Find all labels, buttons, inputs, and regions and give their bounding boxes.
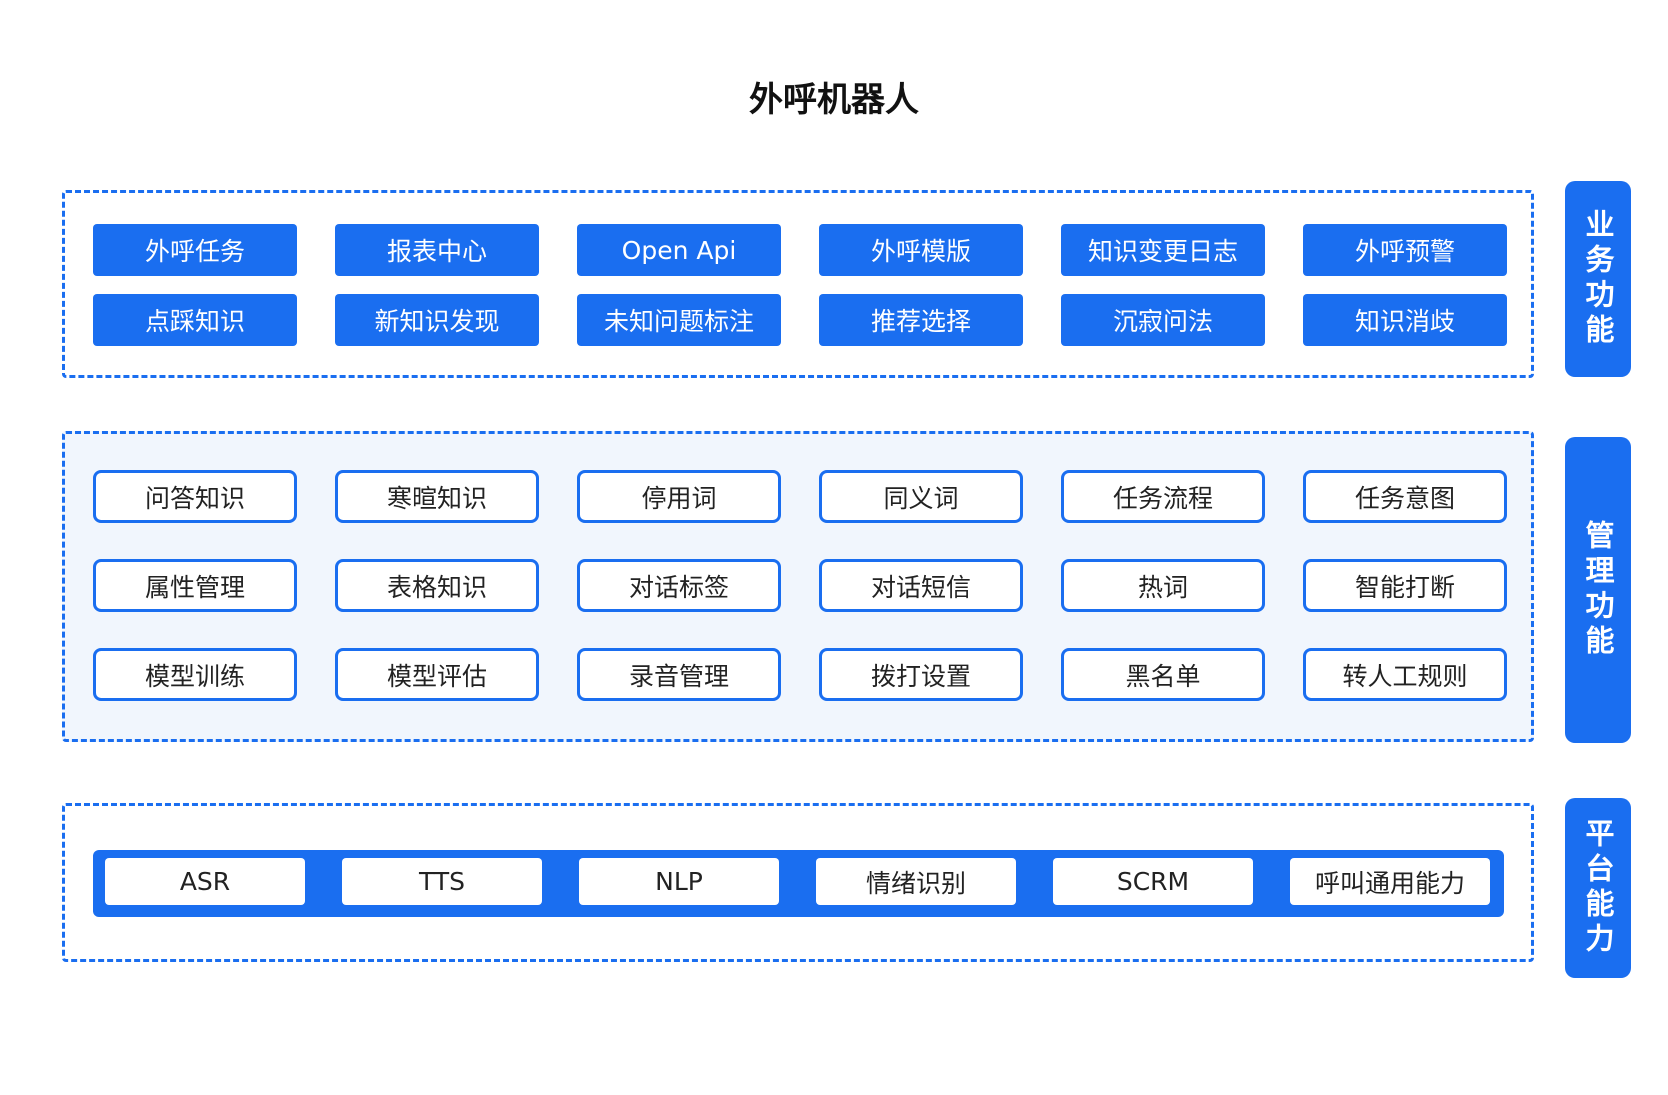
management-item[interactable]: 模型评估 [335,648,539,701]
platform-capabilities-bar: ASR TTS NLP 情绪识别 SCRM 呼叫通用能力 [93,850,1504,917]
business-item[interactable]: 推荐选择 [819,294,1023,346]
business-item[interactable]: 知识消歧 [1303,294,1507,346]
business-functions-label-text: 业务功能 [1581,209,1615,349]
management-item[interactable]: 智能打断 [1303,559,1507,612]
business-item[interactable]: 沉寂问法 [1061,294,1265,346]
business-item[interactable]: 外呼任务 [93,224,297,276]
platform-capabilities-panel: ASR TTS NLP 情绪识别 SCRM 呼叫通用能力 [62,803,1534,962]
business-item[interactable]: 点踩知识 [93,294,297,346]
business-item[interactable]: 外呼预警 [1303,224,1507,276]
business-item[interactable]: 外呼模版 [819,224,1023,276]
management-item[interactable]: 任务意图 [1303,470,1507,523]
management-item[interactable]: 对话短信 [819,559,1023,612]
management-item[interactable]: 录音管理 [577,648,781,701]
management-item[interactable]: 对话标签 [577,559,781,612]
management-item[interactable]: 转人工规则 [1303,648,1507,701]
page-title: 外呼机器人 [749,80,919,120]
management-functions-label-text: 管理功能 [1581,520,1615,660]
business-functions-panel: 外呼任务 报表中心 Open Api 外呼模版 知识变更日志 外呼预警 点踩知识… [62,190,1534,378]
management-item[interactable]: 同义词 [819,470,1023,523]
management-item[interactable]: 寒暄知识 [335,470,539,523]
business-item[interactable]: Open Api [577,224,781,276]
business-item[interactable]: 未知问题标注 [577,294,781,346]
management-functions-grid: 问答知识 寒暄知识 停用词 同义词 任务流程 任务意图 属性管理 表格知识 对话… [93,470,1507,701]
business-item[interactable]: 知识变更日志 [1061,224,1265,276]
business-item[interactable]: 新知识发现 [335,294,539,346]
management-item[interactable]: 表格知识 [335,559,539,612]
management-item[interactable]: 属性管理 [93,559,297,612]
management-item[interactable]: 黑名单 [1061,648,1265,701]
management-item[interactable]: 热词 [1061,559,1265,612]
business-item[interactable]: 报表中心 [335,224,539,276]
platform-item[interactable]: 呼叫通用能力 [1290,858,1490,905]
management-item[interactable]: 问答知识 [93,470,297,523]
platform-item[interactable]: ASR [105,858,305,905]
platform-item[interactable]: NLP [579,858,779,905]
management-functions-panel: 问答知识 寒暄知识 停用词 同义词 任务流程 任务意图 属性管理 表格知识 对话… [62,431,1534,742]
platform-item[interactable]: 情绪识别 [816,858,1016,905]
platform-item[interactable]: TTS [342,858,542,905]
platform-capabilities-label-text: 平台能力 [1581,818,1615,958]
management-item[interactable]: 模型训练 [93,648,297,701]
management-item[interactable]: 拨打设置 [819,648,1023,701]
management-functions-label: 管理功能 [1565,437,1631,743]
platform-capabilities-label: 平台能力 [1565,798,1631,978]
platform-item[interactable]: SCRM [1053,858,1253,905]
business-functions-label: 业务功能 [1565,181,1631,377]
business-functions-grid: 外呼任务 报表中心 Open Api 外呼模版 知识变更日志 外呼预警 点踩知识… [93,224,1507,346]
management-item[interactable]: 任务流程 [1061,470,1265,523]
management-item[interactable]: 停用词 [577,470,781,523]
